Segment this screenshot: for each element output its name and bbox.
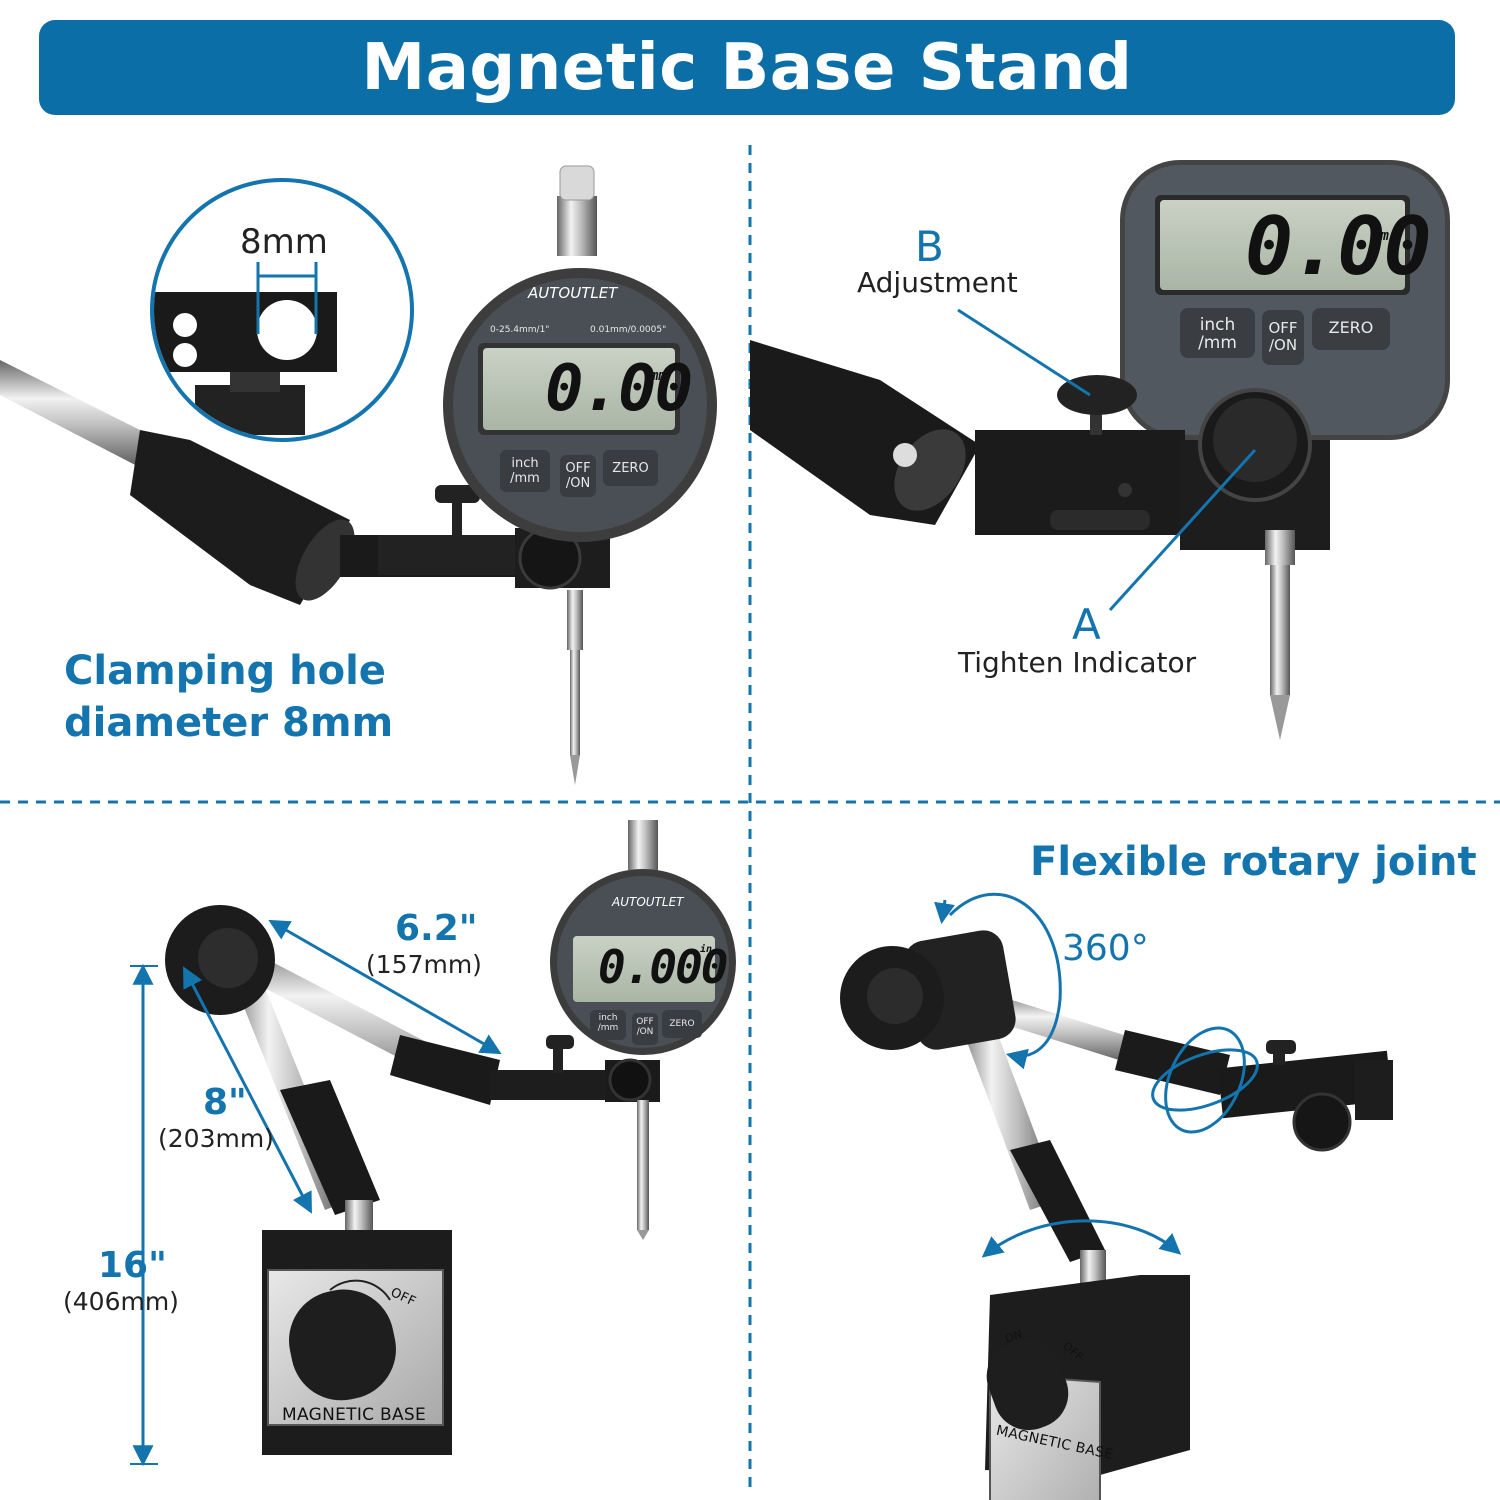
zero-button: ZERO [612,461,649,476]
total-height: 16" [98,1245,167,1286]
rotary-joint-title: Flexible rotary joint [1030,839,1477,885]
unit-button: inch /mm [510,456,540,486]
clamp-illustration-tl [0,165,717,785]
upper-arm-length-mm: (157mm) [366,950,482,979]
power-button-tr: OFF /ON [1268,319,1298,354]
upper-arm-length: 6.2" [395,908,478,949]
indicator-unit: mm [650,368,667,384]
indicator-unit-bl: in [700,944,713,955]
indicator-brand-bl: AUTOUTLET [612,895,684,909]
power-button: OFF /ON [565,461,591,491]
zero-button-bl: ZERO [669,1019,695,1029]
clamp-caption-line1: Clamping hole [64,648,386,694]
clamp-hole-inset [150,178,414,442]
label-a: A [1072,600,1101,649]
total-height-mm: (406mm) [63,1287,179,1316]
stand-dimensions-bl [130,820,736,1467]
title-banner: Magnetic Base Stand [39,20,1455,115]
indicator-resolution: 0.01mm/0.0005" [590,325,667,335]
clamp-caption-line2: diameter 8mm [64,700,394,746]
lower-arm-length: 8" [203,1082,247,1123]
rotary-joint-br [840,892,1393,1500]
indicator-brand: AUTOUTLET [528,284,618,302]
indicator-reading: 0.00 [545,352,693,426]
indicator-unit-tr: mm [1372,228,1389,244]
label-a-text: Tighten Indicator [958,646,1197,679]
banner-title: Magnetic Base Stand [361,30,1133,105]
label-b: B [915,222,944,271]
hole-dimension-label: 8mm [240,222,328,262]
unit-button-tr: inch /mm [1198,315,1237,353]
indicator-reading-tr: 0.00 [1245,200,1432,293]
label-b-text: Adjustment [857,266,1018,299]
rotation-degrees: 360° [1062,928,1149,969]
magnetic-base-label-bl: MAGNETIC BASE [282,1405,427,1425]
indicator-reading-bl: 0.000 [598,940,728,994]
zero-button-tr: ZERO [1328,318,1374,337]
power-button-bl: OFF /ON [636,1017,654,1037]
clamp-closeup-tr [750,160,1450,740]
indicator-range: 0-25.4mm/1" [490,325,550,335]
unit-button-bl: inch /mm [597,1013,619,1033]
lower-arm-length-mm: (203mm) [158,1124,274,1153]
